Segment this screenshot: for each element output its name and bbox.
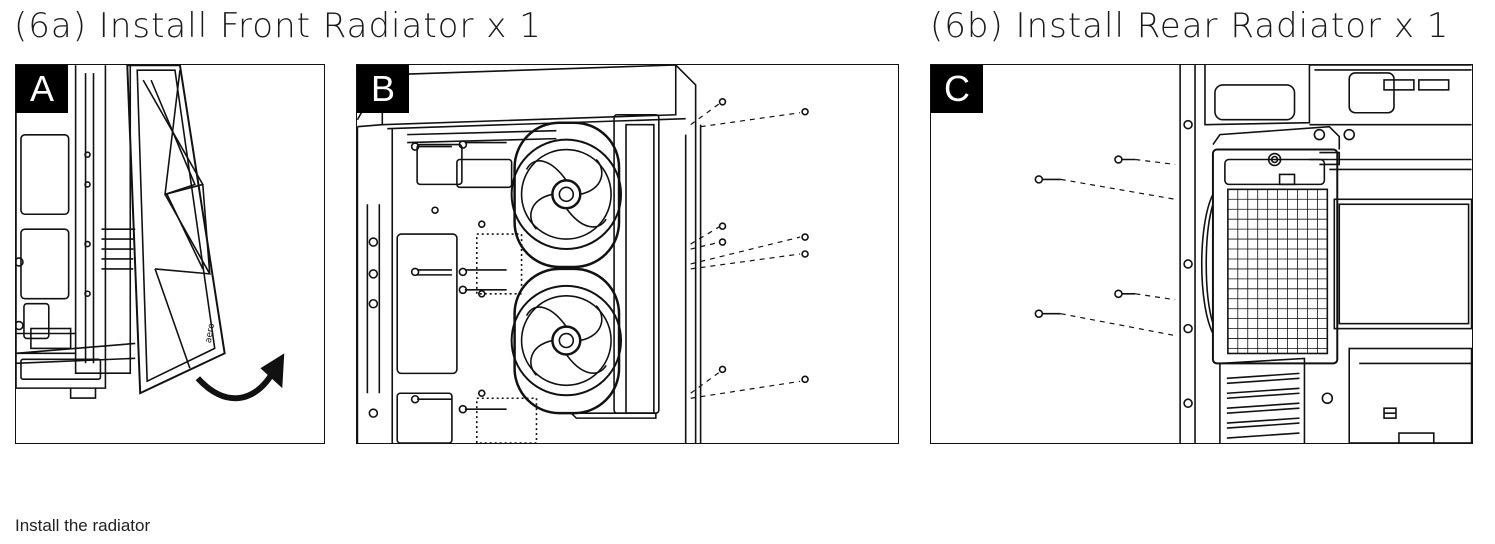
front-radiator-mount-illustration [357, 65, 809, 443]
step-a-label: A [16, 65, 68, 113]
rear-radiator-heading: (6b) Install Rear Radiator x 1 [930, 6, 1450, 46]
step-c-label: C [931, 65, 983, 113]
caption: Install the radiator [15, 516, 151, 535]
step-c-panel: C [930, 64, 1473, 444]
rear-radiator-mount-illustration [1034, 65, 1472, 443]
front-radiator-heading: (6a) Install Front Radiator x 1 [14, 6, 542, 46]
step-b-panel: B [356, 64, 899, 444]
step-b-label: B [357, 65, 409, 113]
step-a-panel: aero A [15, 64, 325, 444]
remove-front-panel-illustration: aero [16, 65, 285, 402]
svg-text:aero: aero [204, 323, 217, 344]
